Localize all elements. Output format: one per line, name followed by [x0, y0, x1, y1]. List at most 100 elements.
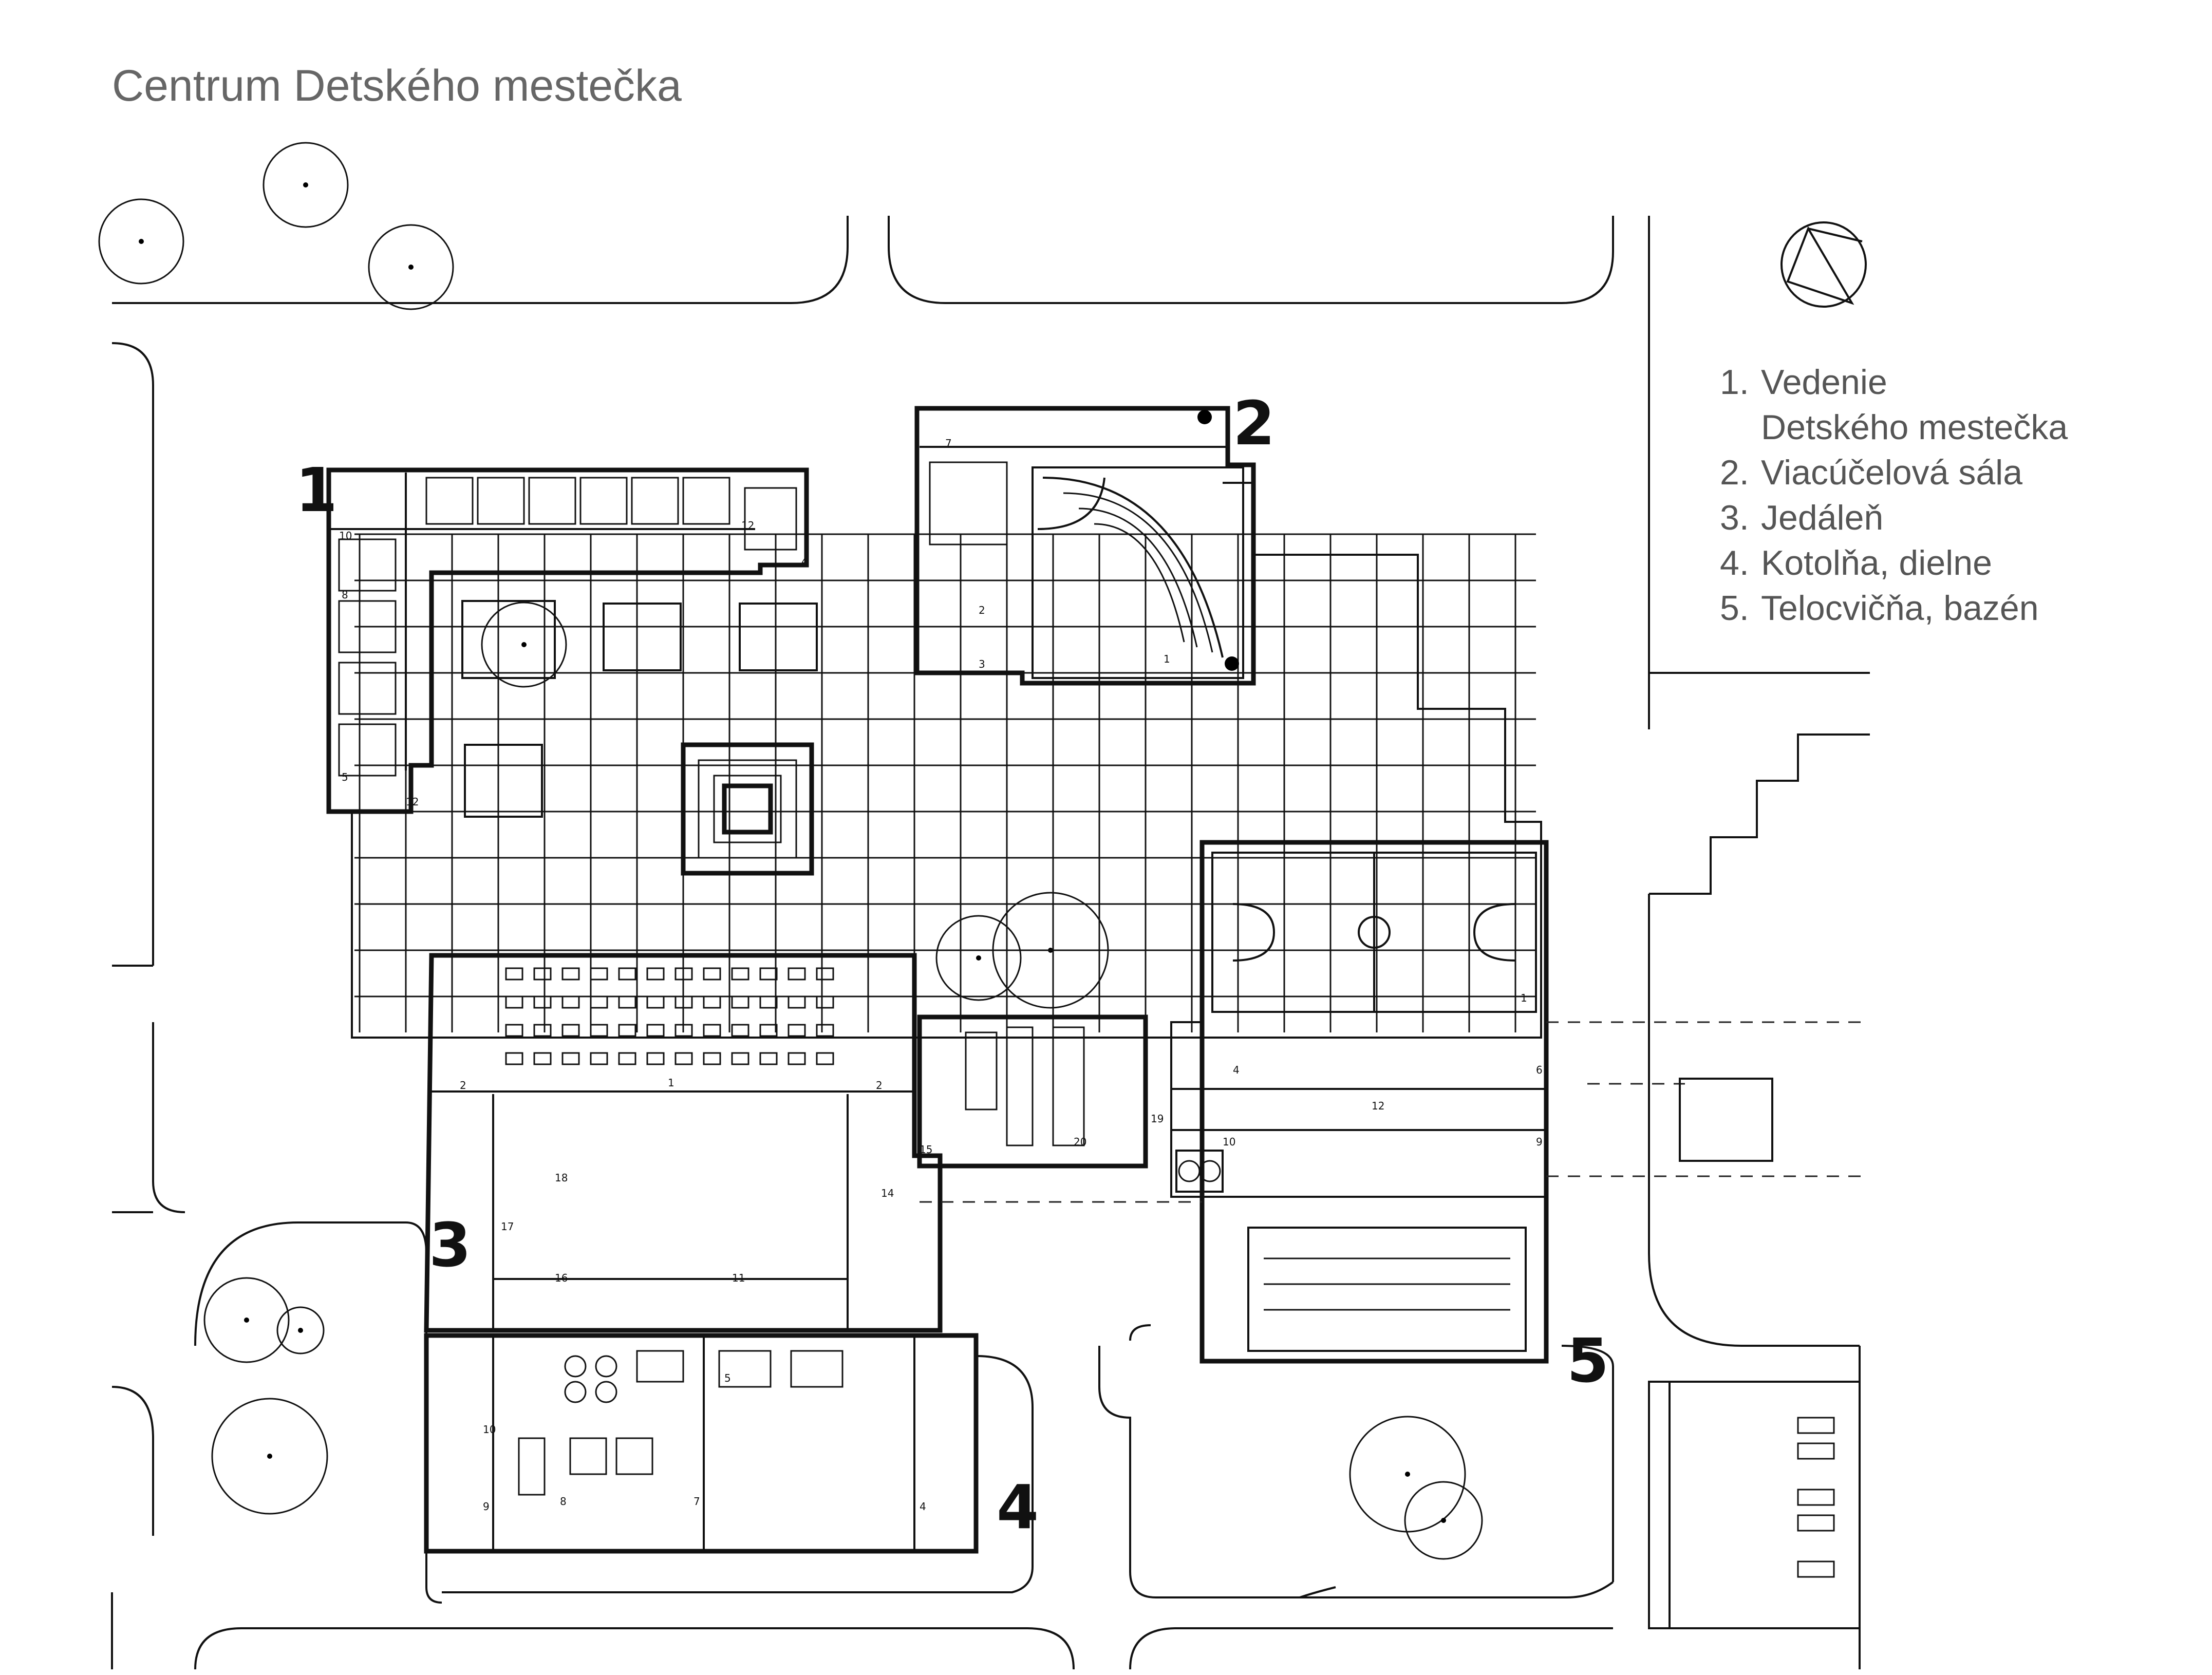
- room-number: 1: [1521, 992, 1527, 1004]
- building-3: [424, 953, 943, 1333]
- dining-table: [816, 1052, 834, 1065]
- dining-table: [505, 995, 523, 1009]
- dining-table: [703, 995, 721, 1009]
- dining-table: [703, 1052, 721, 1065]
- room-number: 15: [920, 1143, 932, 1156]
- dining-table: [618, 1052, 636, 1065]
- legend-item-5: 5.Telocvičňa, bazén: [1720, 586, 2068, 631]
- dining-table: [731, 1024, 749, 1037]
- room-number: 10: [339, 530, 352, 542]
- streets: [111, 216, 1870, 1670]
- legend-item-2: 2. Viacúčelová sála: [1720, 450, 2068, 495]
- room-number: 2: [876, 1079, 883, 1091]
- dining-table: [759, 995, 778, 1009]
- building-number-5: 5: [1567, 1325, 1609, 1396]
- dining-table: [646, 1052, 665, 1065]
- room-number: 1: [1164, 653, 1170, 665]
- dining-table: [590, 967, 608, 981]
- dining-table: [788, 1052, 806, 1065]
- legend-text: Vedenie Detského mestečka: [1761, 363, 2068, 447]
- legend-text: Kotolňa, dielne: [1761, 543, 1992, 582]
- room-number: 5: [342, 771, 348, 783]
- connector: [1546, 1021, 1870, 1177]
- page-title: Centrum Detského mestečka: [112, 61, 682, 110]
- workshop-building: [917, 1014, 1202, 1203]
- room-number: 4: [920, 1500, 926, 1513]
- room-number: 10: [1223, 1136, 1235, 1148]
- dining-table: [505, 1024, 523, 1037]
- dining-table: [505, 967, 523, 981]
- dining-table: [674, 1024, 693, 1037]
- dining-table: [731, 967, 749, 981]
- dining-table: [788, 1024, 806, 1037]
- dining-table: [590, 1024, 608, 1037]
- room-number: 3: [979, 658, 985, 670]
- room-number: 11: [732, 1272, 745, 1284]
- dining-table: [533, 995, 552, 1009]
- room-number: 7: [945, 437, 952, 449]
- room-number: 6: [1536, 1064, 1543, 1076]
- dining-table: [618, 1024, 636, 1037]
- dining-table: [646, 967, 665, 981]
- dining-table: [533, 967, 552, 981]
- dining-table: [703, 967, 721, 981]
- building-number-2: 2: [1233, 388, 1275, 459]
- dining-table: [759, 1052, 778, 1065]
- tree-icon: [98, 142, 1483, 1560]
- room-number: 8: [560, 1495, 567, 1508]
- room-number: 12: [1372, 1100, 1384, 1112]
- legend-item-4: 4. Kotolňa, dielne: [1720, 540, 2068, 586]
- dining-table: [703, 1024, 721, 1037]
- dining-table: [674, 967, 693, 981]
- legend: 1. Vedenie Detského mestečka 2. Viacúčelov…: [1720, 360, 2068, 631]
- room-number: 4: [801, 555, 808, 568]
- legend-number: 4.: [1720, 543, 1749, 582]
- room-number: 9: [1536, 1136, 1543, 1148]
- room-number: 19: [1151, 1113, 1164, 1125]
- building-number-3: 3: [429, 1210, 471, 1281]
- dining-table: [759, 967, 778, 981]
- legend-text: Viacúčelová sála: [1761, 453, 2023, 492]
- dining-table: [618, 995, 636, 1009]
- dining-table: [618, 967, 636, 981]
- room-number: 8: [342, 589, 348, 601]
- legend-item-3: 3. Jedáleň: [1720, 495, 2068, 540]
- room-number: 5: [724, 1372, 731, 1384]
- room-number: 4: [1233, 1064, 1240, 1076]
- dining-table: [731, 1052, 749, 1065]
- dining-table: [816, 995, 834, 1009]
- dining-table: [561, 1052, 580, 1065]
- room-number: 9: [483, 1500, 490, 1513]
- building-number-4: 4: [997, 1472, 1039, 1542]
- dining-table: [816, 967, 834, 981]
- legend-number: 3.: [1720, 498, 1749, 537]
- dining-table: [561, 1024, 580, 1037]
- dining-table: [590, 1052, 608, 1065]
- dining-table: [561, 995, 580, 1009]
- dining-table: [590, 995, 608, 1009]
- dining-table: [731, 995, 749, 1009]
- legend-text: Jedáleň: [1761, 498, 1884, 537]
- room-number: 10: [483, 1423, 496, 1436]
- room-number: 2: [460, 1079, 466, 1091]
- dining-table: [646, 995, 665, 1009]
- dining-table: [674, 1052, 693, 1065]
- legend-text: Telocvičňa, bazén: [1761, 589, 2039, 628]
- room-number: 16: [555, 1272, 568, 1284]
- room-number: 17: [501, 1220, 514, 1233]
- dining-table: [646, 1024, 665, 1037]
- dining-table: [674, 995, 693, 1009]
- dining-table: [505, 1052, 523, 1065]
- room-number: 12: [741, 519, 754, 532]
- dining-table: [788, 995, 806, 1009]
- room-number: 14: [881, 1187, 894, 1199]
- room-number: 7: [693, 1495, 700, 1508]
- legend-number: 2.: [1720, 453, 1749, 492]
- dining-table: [533, 1024, 552, 1037]
- building-4: [424, 1333, 979, 1554]
- legend-number: 1.: [1720, 363, 1749, 402]
- dining-table: [533, 1052, 552, 1065]
- dining-table: [816, 1024, 834, 1037]
- building-5: [1170, 840, 1549, 1364]
- parking-icon: [1648, 1381, 1861, 1629]
